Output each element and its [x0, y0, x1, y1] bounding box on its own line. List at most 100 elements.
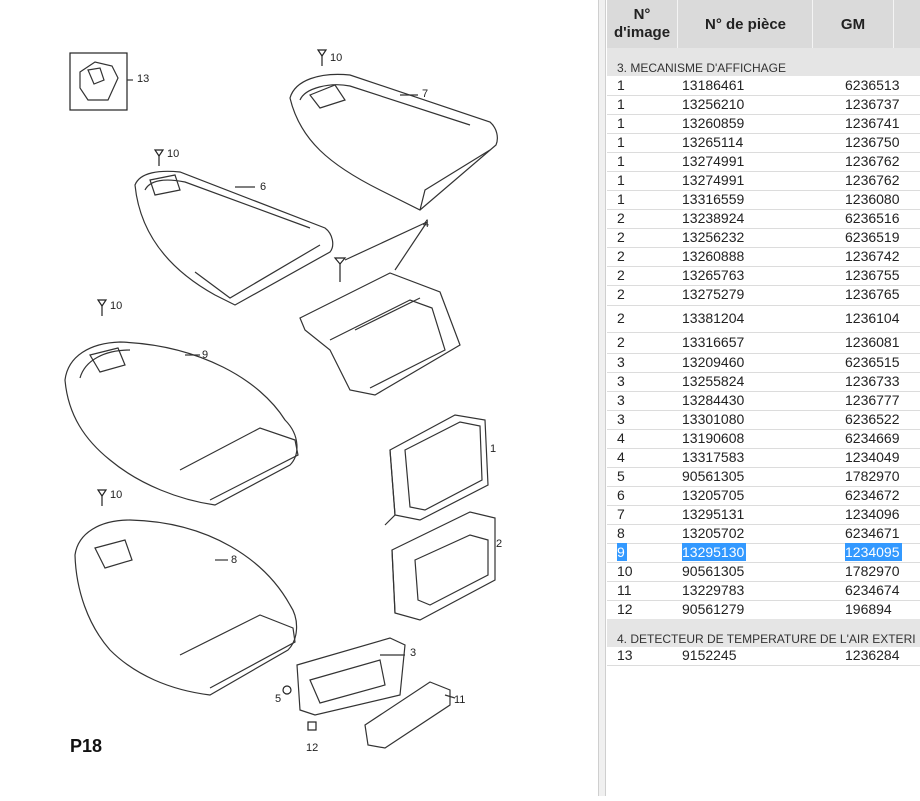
cell-gm-number: 196894 — [845, 601, 892, 617]
cell-gm-number: 1236762 — [845, 172, 900, 188]
callout-10-b: 10 — [167, 148, 180, 160]
table-row[interactable]: 1 13256210 1236737 — [607, 95, 920, 115]
cell-part-number: 13190608 — [682, 430, 745, 446]
cell-gm-number: 1236742 — [845, 248, 900, 264]
table-row[interactable]: 1 13274991 1236762 — [607, 152, 920, 172]
cell-image-number: 1 — [617, 191, 625, 207]
split-pane-divider[interactable] — [598, 0, 606, 796]
callout-8: 8 — [231, 554, 238, 566]
cell-gm-number: 1234049 — [845, 449, 900, 465]
cell-part-number: 13256210 — [682, 96, 745, 112]
cell-part-number: 13316559 — [682, 191, 745, 207]
section-title: 4. DETECTEUR DE TEMPERATURE DE L'AIR EXT… — [617, 632, 916, 646]
section-header: 4. DETECTEUR DE TEMPERATURE DE L'AIR EXT… — [607, 619, 920, 647]
table-row[interactable]: 1 13316559 1236080 — [607, 190, 920, 210]
table-row-selected[interactable]: 9 13295130 1234095 — [607, 543, 920, 563]
cell-image-number: 4 — [617, 449, 625, 465]
cell-part-number: 13295130 — [682, 543, 747, 561]
callout-3: 3 — [410, 647, 417, 659]
callout-10-c: 10 — [110, 300, 123, 312]
callout-10-d: 10 — [110, 489, 123, 501]
cell-gm-number: 6236522 — [845, 411, 900, 427]
table-header: N°d'image N° de pièce GM — [607, 0, 920, 48]
cell-part-number: 90561279 — [682, 601, 745, 617]
cell-gm-number: 6236519 — [845, 229, 900, 245]
cell-gm-number: 1236104 — [845, 310, 900, 326]
cell-part-number: 13265763 — [682, 267, 745, 283]
section-header: 3. MECANISME D'AFFICHAGE — [607, 48, 920, 76]
cell-part-number: 13256232 — [682, 229, 745, 245]
cell-image-number: 9 — [617, 543, 627, 561]
column-header-gm[interactable]: GM — [812, 0, 894, 48]
cell-image-number: 3 — [617, 411, 625, 427]
cell-part-number: 13381204 — [682, 310, 745, 326]
callout-6: 6 — [260, 181, 267, 193]
cell-gm-number: 1236081 — [845, 334, 900, 350]
cell-part-number: 13265114 — [682, 134, 744, 150]
table-row[interactable]: 12 90561279 196894 — [607, 600, 920, 620]
cell-image-number: 1 — [617, 172, 625, 188]
cell-gm-number: 6234674 — [845, 582, 900, 598]
cell-gm-number: 6234671 — [845, 525, 900, 541]
cell-gm-number: 1236750 — [845, 134, 900, 150]
cell-gm-number: 1236755 — [845, 267, 900, 283]
cell-gm-number: 1236765 — [845, 286, 900, 302]
cell-image-number: 3 — [617, 373, 625, 389]
column-header-image[interactable]: N°d'image — [607, 0, 677, 48]
cell-image-number: 13 — [617, 647, 633, 663]
cell-image-number: 1 — [617, 153, 625, 169]
cell-part-number: 13260888 — [682, 248, 745, 264]
cell-image-number: 3 — [617, 392, 625, 408]
cell-gm-number: 1234095 — [845, 543, 902, 561]
cell-image-number: 12 — [617, 601, 633, 617]
cell-gm-number: 1236741 — [845, 115, 900, 131]
cell-image-number: 2 — [617, 334, 625, 350]
header-image-line1: N° — [633, 6, 651, 23]
header-image-line2: d'image — [613, 24, 671, 41]
cell-image-number: 1 — [617, 96, 625, 112]
cell-gm-number: 1236762 — [845, 153, 900, 169]
column-header-part[interactable]: N° de pièce — [677, 0, 813, 48]
cell-image-number: 3 — [617, 354, 625, 370]
cell-gm-number: 6234669 — [845, 430, 900, 446]
cell-image-number: 7 — [617, 506, 625, 522]
cell-gm-number: 1236080 — [845, 191, 900, 207]
table-row[interactable]: 2 13316657 1236081 — [607, 332, 920, 354]
cell-gm-number: 1236737 — [845, 96, 900, 112]
callout-13: 13 — [137, 73, 150, 85]
cell-part-number: 13238924 — [682, 210, 745, 226]
cell-part-number: 13275279 — [682, 286, 745, 302]
section-title: 3. MECANISME D'AFFICHAGE — [617, 61, 786, 75]
cell-image-number: 8 — [617, 525, 625, 541]
thumbnail-box-13 — [69, 52, 128, 111]
cell-part-number: 13316657 — [682, 334, 745, 350]
cell-part-number: 13274991 — [682, 153, 745, 169]
cell-part-number: 13284430 — [682, 392, 745, 408]
cell-gm-number: 6236513 — [845, 77, 900, 93]
cell-part-number: 90561305 — [682, 563, 745, 579]
cell-part-number: 13205705 — [682, 487, 745, 503]
